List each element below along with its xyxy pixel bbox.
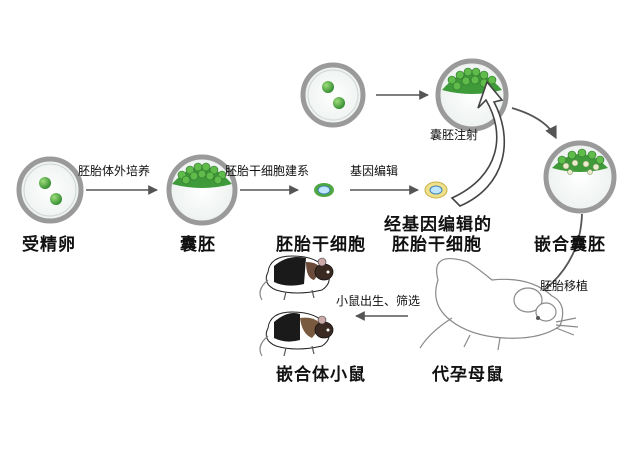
step-in-vitro-culture: 胚胎体外培养 <box>78 164 151 178</box>
label-chimeric-blastocyst: 嵌合囊胚 <box>534 235 606 255</box>
step-es-establishment: 胚胎干细胞建系 <box>225 164 310 178</box>
surrogate-mouse-drawing <box>419 258 579 351</box>
label-edited-es-line2: 胚胎干细胞 <box>392 235 482 255</box>
step-birth-screening: 小鼠出生、筛选 <box>336 294 421 308</box>
label-edited-es-line1: 经基因编辑的 <box>384 215 492 235</box>
es-cell <box>314 183 334 197</box>
fertilized-egg-cell <box>16 156 84 224</box>
step-embryo-transfer: 胚胎移植 <box>540 279 589 293</box>
arrow-injected-to-chimeric <box>511 107 557 140</box>
fertilized-egg-cell-top <box>300 62 366 128</box>
label-blastocyst: 囊胚 <box>180 235 216 255</box>
chimeric-mouse-drawing-2 <box>259 311 334 357</box>
edited-es-cell <box>424 181 448 199</box>
flow-arrows <box>86 90 429 321</box>
label-chimeric-mouse: 嵌合体小鼠 <box>276 365 366 385</box>
label-surrogate-mouse: 代孕母鼠 <box>432 365 504 385</box>
chimeric-blastocyst-cell <box>543 140 617 214</box>
step-gene-editing: 基因编辑 <box>350 164 399 178</box>
chimeric-mouse-drawing-1 <box>259 255 334 301</box>
label-es-cell: 胚胎干细胞 <box>276 235 366 255</box>
injection-arrow <box>450 80 506 207</box>
blastocyst-cell <box>166 154 238 226</box>
step-blastocyst-injection: 囊胚注射 <box>430 128 479 142</box>
label-fertilized-egg: 受精卵 <box>22 235 76 255</box>
